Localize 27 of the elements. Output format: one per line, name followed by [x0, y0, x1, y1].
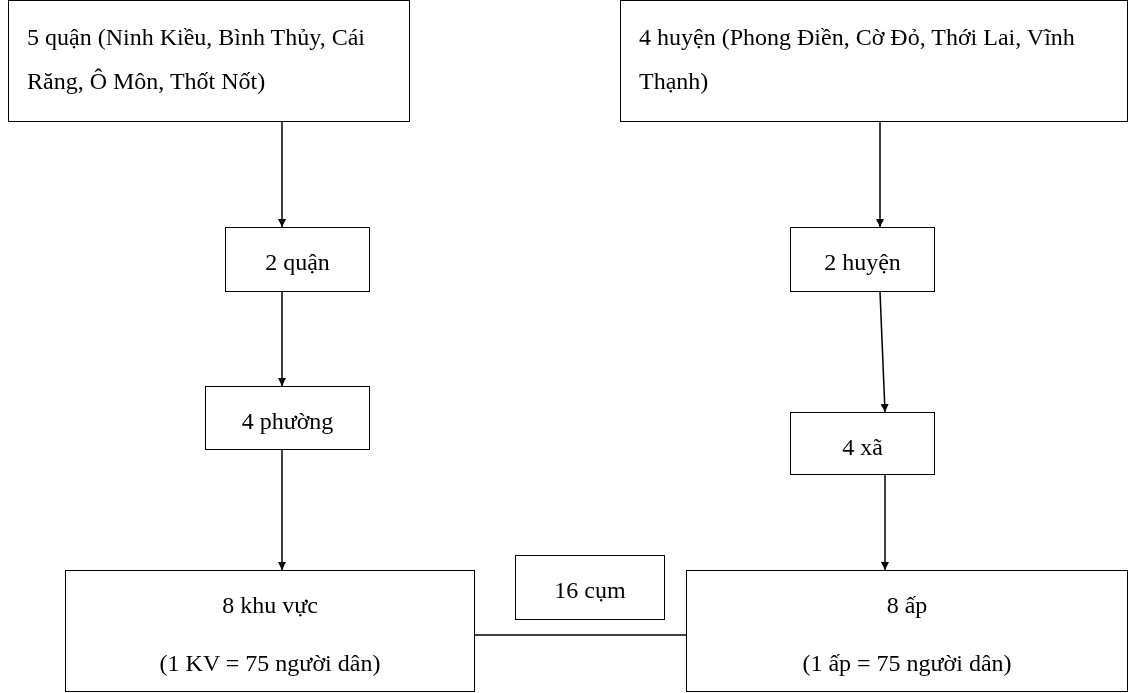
text-box — [225, 227, 370, 292]
box-text: 2 huyện — [824, 248, 901, 277]
box-text: 2 quận — [265, 248, 330, 277]
text-box — [8, 0, 410, 122]
connector-line — [474, 634, 687, 636]
arrow — [278, 121, 286, 228]
text-box — [790, 412, 935, 475]
box-text: 16 cụm — [554, 576, 626, 605]
arrow — [879, 291, 889, 413]
arrow — [881, 474, 889, 571]
text-box — [65, 570, 475, 692]
text-box — [686, 570, 1128, 692]
text-box — [205, 386, 370, 450]
text-box — [515, 555, 665, 620]
text-box — [620, 0, 1128, 122]
box-text: 4 xã — [842, 433, 883, 462]
box-text: 8 khu vực — [222, 591, 318, 620]
box-text: (1 ấp = 75 người dân) — [802, 649, 1012, 678]
arrow — [278, 449, 286, 571]
box-text: 8 ấp — [886, 591, 928, 620]
arrow — [278, 291, 286, 387]
box-text: (1 KV = 75 người dân) — [159, 649, 381, 678]
arrow — [876, 121, 884, 228]
box-text: 5 quận (Ninh Kiều, Bình Thủy, Cái Răng, Ô Môn, Thốt Nốt) — [27, 23, 366, 96]
text-box — [790, 227, 935, 292]
box-text: 4 huyện (Phong Điền, Cờ Đỏ, Thới Lai, Vĩnh Thạnh) — [639, 23, 1076, 96]
box-text: 4 phường — [241, 407, 334, 436]
